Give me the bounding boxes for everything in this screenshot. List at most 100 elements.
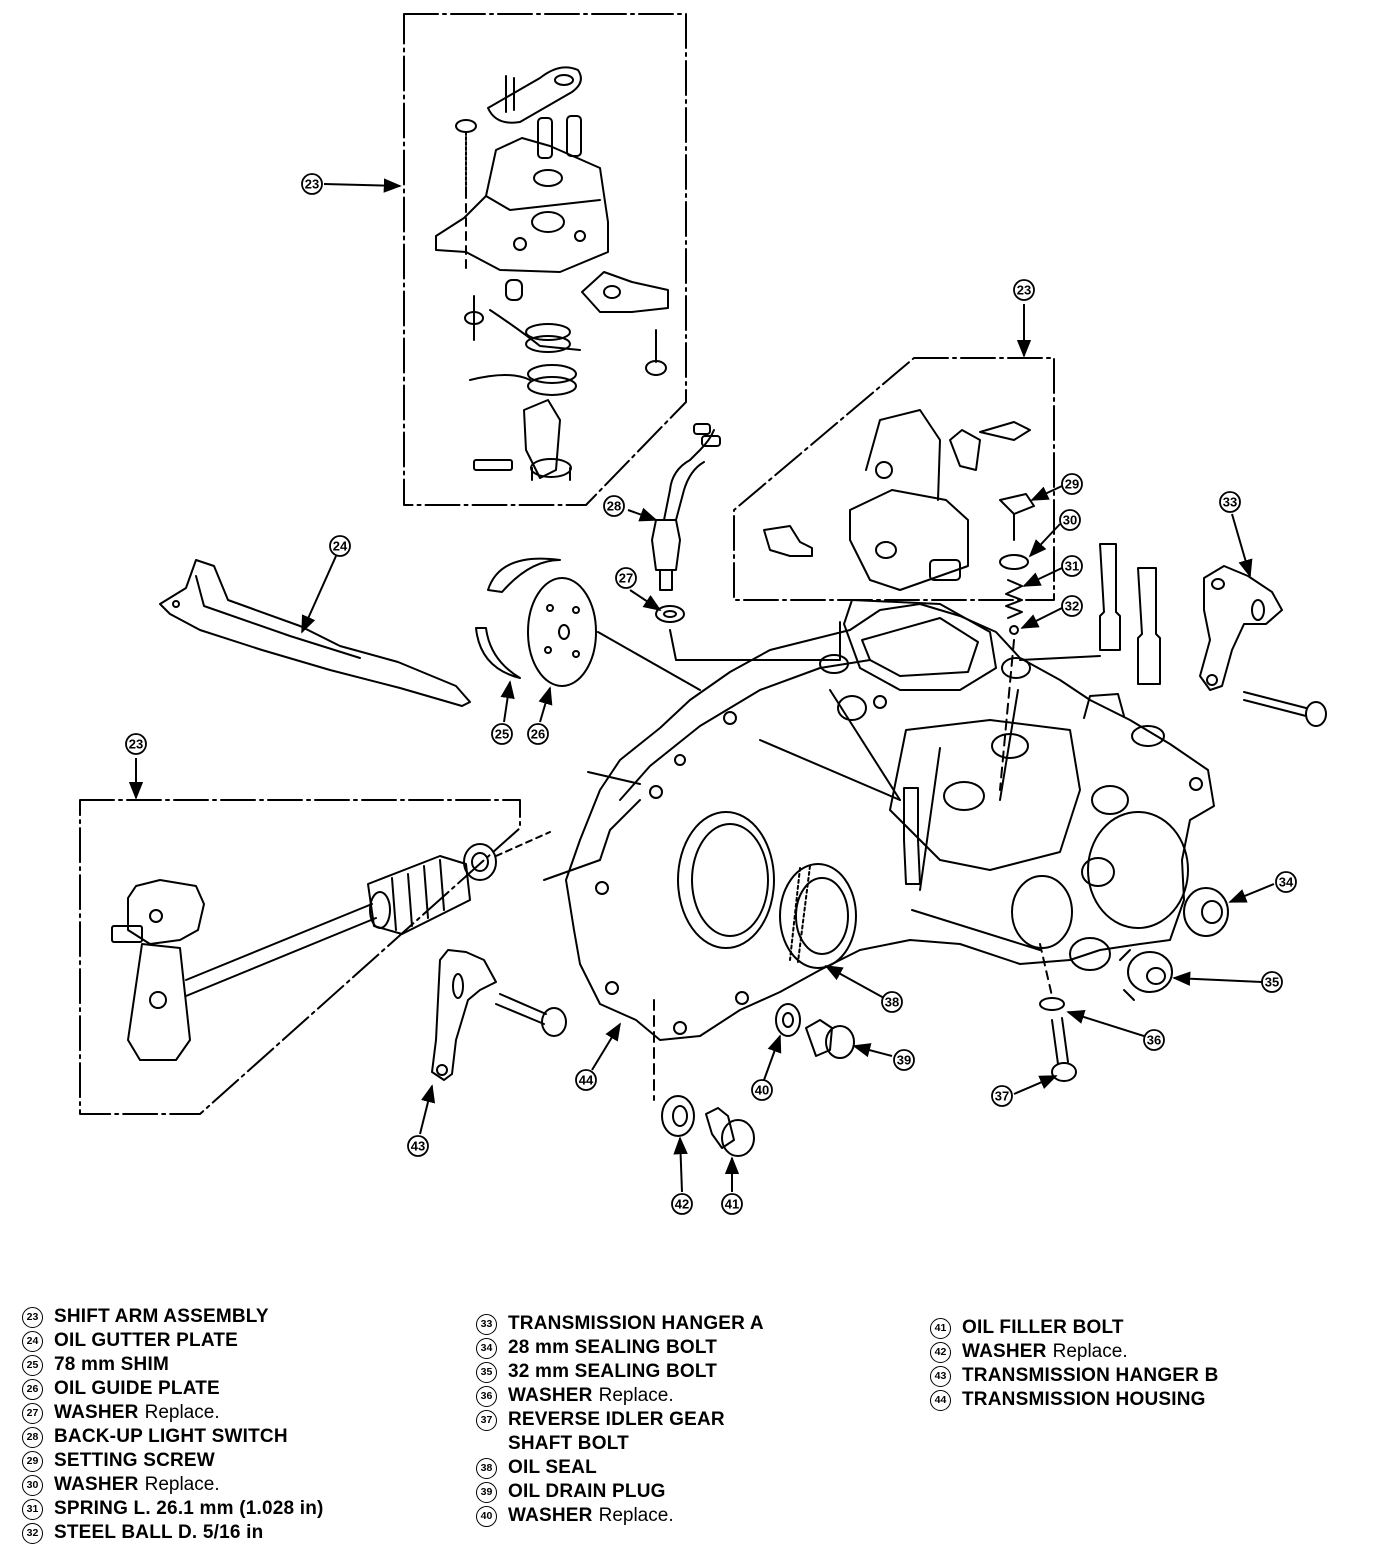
svg-text:43: 43 bbox=[411, 1139, 425, 1154]
callout-35: 35 bbox=[1261, 971, 1283, 993]
transmission-hanger-b bbox=[431, 949, 567, 1081]
svg-text:28: 28 bbox=[607, 499, 621, 514]
transmission-housing bbox=[543, 599, 1215, 1041]
legend-item: 35 32 mm SEALING BOLT bbox=[476, 1360, 764, 1384]
svg-text:30: 30 bbox=[1063, 513, 1077, 528]
legend-item-name: WASHER bbox=[54, 1474, 139, 1495]
callout-32: 32 bbox=[1061, 595, 1083, 617]
exploded-view-diagram: 23 23 23 24 25 26 27 28 29 30 31 32 33 3… bbox=[79, 13, 1327, 1215]
legend-item-name: SPRING L. 26.1 mm (1.028 in) bbox=[54, 1498, 324, 1519]
legend-item-number: 40 bbox=[476, 1505, 497, 1527]
callout-40: 40 bbox=[751, 1079, 773, 1101]
legend-item-name: OIL SEAL bbox=[508, 1457, 597, 1478]
callout-29: 29 bbox=[1061, 473, 1083, 495]
shift-rod-assembly-group bbox=[79, 799, 551, 1115]
legend-item: 25 78 mm SHIM bbox=[22, 1353, 324, 1377]
legend-item-name: SHAFT BOLT bbox=[508, 1433, 629, 1454]
svg-text:32: 32 bbox=[1065, 599, 1079, 614]
svg-text:36: 36 bbox=[1147, 1033, 1161, 1048]
svg-text:34: 34 bbox=[1279, 875, 1294, 890]
legend-item-number: 32 bbox=[22, 1522, 43, 1544]
back-up-light-switch bbox=[651, 423, 841, 661]
legend-item-number: 25 bbox=[22, 1354, 43, 1376]
transmission-hanger-a bbox=[1199, 565, 1327, 727]
legend-item-number: 37 bbox=[476, 1409, 497, 1431]
filler-bolt-parts bbox=[653, 999, 755, 1157]
legend-item-name: OIL GUIDE PLATE bbox=[54, 1378, 220, 1399]
legend-item-name: WASHER bbox=[962, 1341, 1047, 1362]
svg-text:38: 38 bbox=[885, 995, 899, 1010]
legend-item-name: TRANSMISSION HANGER A bbox=[508, 1313, 764, 1334]
legend-item-name: BACK-UP LIGHT SWITCH bbox=[54, 1426, 288, 1447]
legend-item-number: 29 bbox=[22, 1450, 43, 1472]
stud-bolts bbox=[903, 543, 1161, 885]
sealing-bolts bbox=[1119, 887, 1229, 1001]
legend-item-note: Replace. bbox=[1052, 1341, 1128, 1362]
legend-item: 33 TRANSMISSION HANGER A bbox=[476, 1312, 764, 1336]
legend-item-name: 28 mm SEALING BOLT bbox=[508, 1337, 718, 1358]
legend-item-name: OIL GUTTER PLATE bbox=[54, 1330, 239, 1351]
legend-item-name: SHIFT ARM ASSEMBLY bbox=[54, 1306, 269, 1327]
oil-gutter-plate bbox=[159, 559, 471, 707]
shift-arm-assembly-right-group bbox=[733, 357, 1055, 601]
svg-text:25: 25 bbox=[495, 727, 509, 742]
svg-text:35: 35 bbox=[1265, 975, 1279, 990]
legend-item: 44 TRANSMISSION HOUSING bbox=[930, 1388, 1219, 1412]
callout-41: 41 bbox=[721, 1193, 743, 1215]
callout-23-left: 23 bbox=[125, 733, 147, 755]
svg-text:41: 41 bbox=[725, 1197, 739, 1212]
legend-item-name: TRANSMISSION HOUSING bbox=[962, 1389, 1206, 1410]
callout-39: 39 bbox=[893, 1049, 915, 1071]
legend-item-number: 39 bbox=[476, 1481, 497, 1503]
svg-text:42: 42 bbox=[675, 1197, 689, 1212]
legend-item-number: 35 bbox=[476, 1361, 497, 1383]
detent-parts bbox=[999, 493, 1035, 791]
callout-27: 27 bbox=[615, 567, 637, 589]
legend-item-number: 43 bbox=[930, 1365, 951, 1387]
svg-text:23: 23 bbox=[305, 177, 319, 192]
legend-item: SHAFT BOLT bbox=[476, 1432, 764, 1456]
shim-and-guide-plate bbox=[475, 557, 701, 691]
callout-42: 42 bbox=[671, 1193, 693, 1215]
legend-item-number: 28 bbox=[22, 1426, 43, 1448]
svg-text:23: 23 bbox=[129, 737, 143, 752]
legend-item-number: 33 bbox=[476, 1313, 497, 1335]
svg-text:39: 39 bbox=[897, 1053, 911, 1068]
callout-markers: 23 23 23 24 25 26 27 28 29 30 31 32 33 3… bbox=[125, 173, 1297, 1215]
svg-text:37: 37 bbox=[995, 1089, 1009, 1104]
callout-33: 33 bbox=[1219, 491, 1241, 513]
legend-item-name: WASHER bbox=[54, 1402, 139, 1423]
legend-item-number: 44 bbox=[930, 1389, 951, 1411]
legend-item-name: 78 mm SHIM bbox=[54, 1354, 169, 1375]
legend-item-number: 30 bbox=[22, 1474, 43, 1496]
legend-item-number: 36 bbox=[476, 1385, 497, 1407]
legend-item-number: 27 bbox=[22, 1402, 43, 1424]
legend-item-note: Replace. bbox=[598, 1505, 674, 1526]
legend-item-name: WASHER bbox=[508, 1385, 593, 1406]
callout-36: 36 bbox=[1143, 1029, 1165, 1051]
reverse-idler-bolt bbox=[1039, 943, 1077, 1082]
legend-item-number: 42 bbox=[930, 1341, 951, 1363]
callout-23-right: 23 bbox=[1013, 279, 1035, 301]
legend-item-name: 32 mm SEALING BOLT bbox=[508, 1361, 718, 1382]
legend-item-number: 38 bbox=[476, 1457, 497, 1479]
svg-text:44: 44 bbox=[579, 1073, 594, 1088]
svg-text:40: 40 bbox=[755, 1083, 769, 1098]
legend-item-note: Replace. bbox=[144, 1474, 220, 1495]
svg-text:27: 27 bbox=[619, 571, 633, 586]
callout-23-top: 23 bbox=[301, 173, 323, 195]
callout-38: 38 bbox=[881, 991, 903, 1013]
svg-text:26: 26 bbox=[531, 727, 545, 742]
